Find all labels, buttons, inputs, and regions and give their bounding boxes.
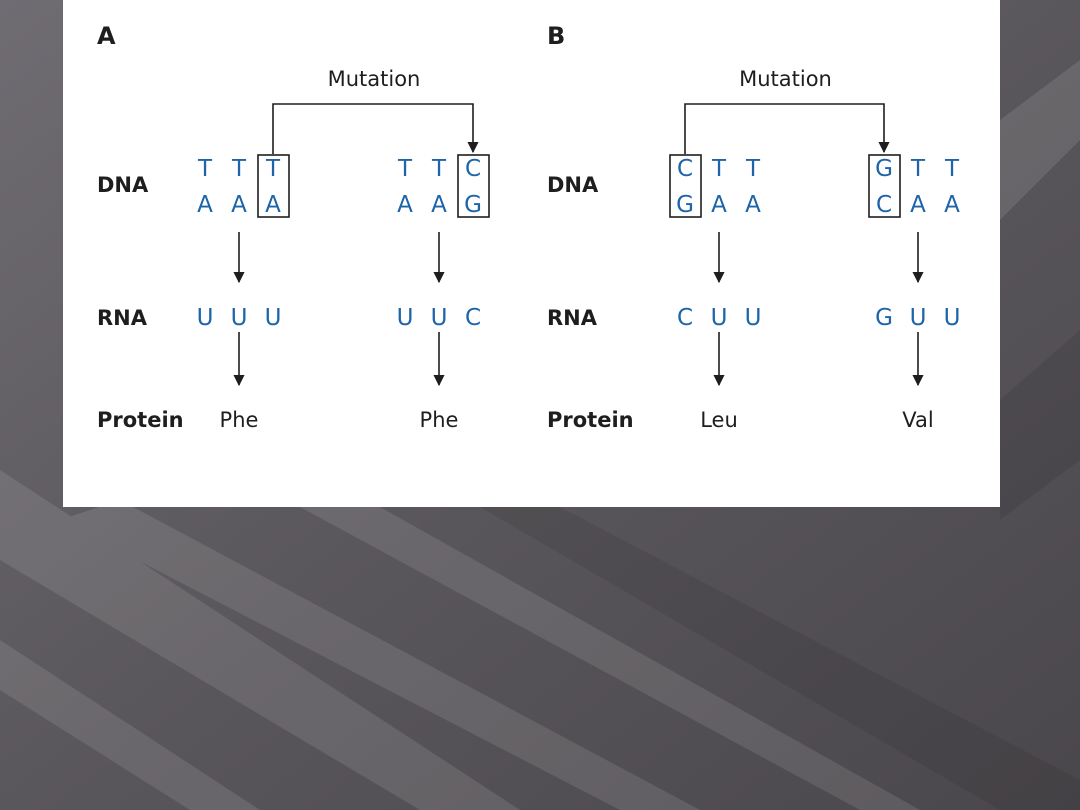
point-mutation-diagram: ADNARNAProteinTAUTAUTAUPheTAUTAUCGCPheMu… xyxy=(97,22,961,432)
rna-base-mutant: U xyxy=(910,305,927,331)
dna-top-base-original: T xyxy=(745,156,761,182)
dna-top-base-original: T xyxy=(265,156,281,182)
rna-base-mutant: G xyxy=(875,305,893,331)
dna-bottom-base-mutant: A xyxy=(944,192,960,218)
dna-bottom-base-mutant: G xyxy=(464,192,482,218)
rna-base-original: U xyxy=(231,305,248,331)
dna-bottom-base-mutant: A xyxy=(397,192,413,218)
row-label-protein: Protein xyxy=(547,408,634,432)
dna-bottom-base-mutant: A xyxy=(910,192,926,218)
dna-top-base-mutant: T xyxy=(910,156,926,182)
rna-base-mutant: U xyxy=(397,305,414,331)
dna-bottom-base-original: G xyxy=(676,192,694,218)
dna-top-base-mutant: C xyxy=(465,156,481,182)
dna-bottom-base-mutant: C xyxy=(876,192,892,218)
row-label-dna: DNA xyxy=(97,173,149,197)
dna-top-base-original: T xyxy=(231,156,247,182)
dna-top-base-mutant: T xyxy=(397,156,413,182)
dna-bottom-base-original: A xyxy=(265,192,281,218)
mutation-box-mutant xyxy=(868,154,901,218)
dna-top-base-mutant: T xyxy=(944,156,960,182)
dna-bottom-base-original: A xyxy=(711,192,727,218)
dna-top-base-mutant: T xyxy=(431,156,447,182)
rna-base-original: U xyxy=(197,305,214,331)
rna-base-mutant: U xyxy=(944,305,961,331)
mutation-box-original xyxy=(257,154,290,218)
rna-base-original: U xyxy=(745,305,762,331)
panel-letter-a: A xyxy=(97,22,116,50)
dna-top-base-original: T xyxy=(197,156,213,182)
rna-base-mutant: U xyxy=(431,305,448,331)
protein-label-mutant: Val xyxy=(902,408,933,432)
dna-bottom-base-original: A xyxy=(197,192,213,218)
mutation-box-original xyxy=(669,154,702,218)
row-label-dna: DNA xyxy=(547,173,599,197)
rna-base-original: C xyxy=(677,305,693,331)
protein-label-original: Phe xyxy=(220,408,259,432)
dna-bottom-base-original: A xyxy=(745,192,761,218)
row-label-rna: RNA xyxy=(547,306,598,330)
mutation-arrow xyxy=(684,103,890,154)
row-label-rna: RNA xyxy=(97,306,148,330)
protein-label-mutant: Phe xyxy=(420,408,459,432)
mutation-arrow xyxy=(272,103,479,154)
mutation-label: Mutation xyxy=(739,67,832,91)
rna-base-original: U xyxy=(711,305,728,331)
dna-bottom-base-original: A xyxy=(231,192,247,218)
protein-label-original: Leu xyxy=(700,408,738,432)
rna-base-mutant: C xyxy=(465,305,481,331)
mutation-label: Mutation xyxy=(328,67,421,91)
mutation-box-mutant xyxy=(457,154,490,218)
dna-top-base-original: C xyxy=(677,156,693,182)
dna-top-base-original: T xyxy=(711,156,727,182)
dna-top-base-mutant: G xyxy=(875,156,893,182)
panel-letter-b: B xyxy=(547,22,565,50)
rna-base-original: U xyxy=(265,305,282,331)
dna-bottom-base-mutant: A xyxy=(431,192,447,218)
row-label-protein: Protein xyxy=(97,408,184,432)
